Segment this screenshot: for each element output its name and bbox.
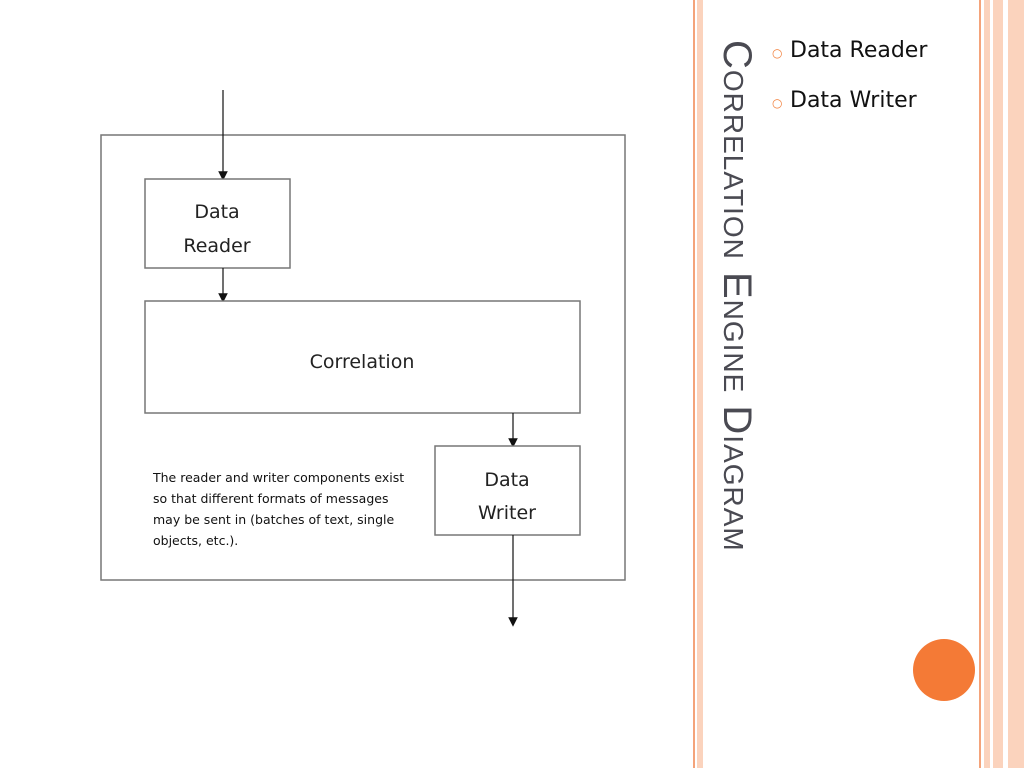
data-reader-label-line2: Reader [183,235,250,257]
correlation-label: Correlation [310,351,415,373]
bullet-label: Data Writer [790,88,917,113]
data-writer-box [434,445,581,536]
bullet-label: Data Reader [790,38,928,63]
bullet-item-data-reader: ○ Data Reader [772,38,972,63]
stripe-divider-band [697,0,703,768]
engine-container [100,134,626,581]
stripe-right-band-1 [984,0,990,768]
note-line-2: so that different formats of messages [153,491,388,506]
data-reader-label-line1: Data [194,201,239,223]
circle-bullet-icon: ○ [772,46,783,60]
data-writer-label-line1: Data [484,469,529,491]
stripe-right-band-2 [993,0,1003,768]
data-reader-box [144,178,291,269]
data-writer-label-line2: Writer [478,502,536,524]
note-line-1: The reader and writer components exist [152,470,404,485]
stripe-divider-thin [693,0,695,768]
circle-bullet-icon: ○ [772,96,783,110]
stripe-right-band-3 [1008,0,1024,768]
note-line-4: objects, etc.). [153,533,238,548]
decorative-circle-icon [913,639,975,701]
stripe-right-thin [979,0,981,768]
bullet-list: ○ Data Reader ○ Data Writer [772,38,972,138]
slide-title: Correlation Engine Diagram [715,40,759,552]
correlation-box [144,300,581,414]
bullet-item-data-writer: ○ Data Writer [772,88,972,113]
correlation-engine-diagram: Data Reader Correlation Data Writer The … [100,90,626,627]
note-line-3: may be sent in (batches of text, single [153,512,394,527]
slide-title-container: Correlation Engine Diagram [712,40,762,640]
